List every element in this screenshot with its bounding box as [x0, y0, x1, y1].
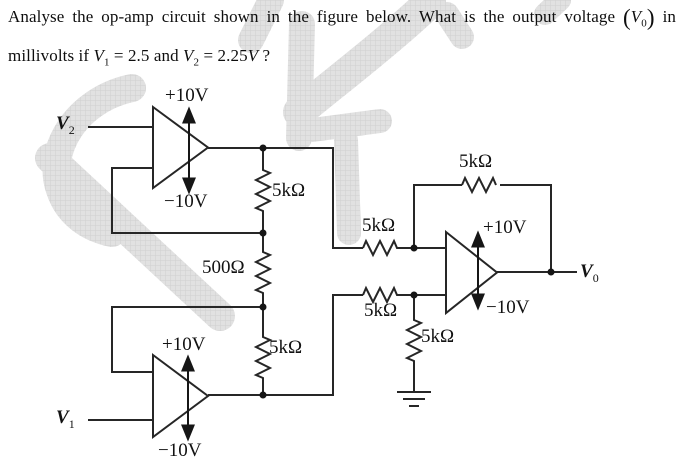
resistor-feedback-label: 5kΩ [459, 151, 493, 172]
question-text: Analyse the op-amp circuit shown in the … [8, 7, 624, 26]
v1-subscript: 1 [103, 56, 110, 69]
opamp3-vplus-label: +10V [483, 217, 527, 238]
v1-source-label: V1 [56, 407, 75, 431]
watermark-stroke [286, 11, 315, 151]
resistor-bottom-mid [253, 307, 273, 395]
question-line-2: millivolts if V1 = 2.5 and V2 = 2.25V ? [8, 46, 271, 69]
wire-oa1-output [208, 147, 363, 249]
resistor-top-mid-label: 5kΩ [272, 180, 306, 201]
watermark-stroke [534, 0, 571, 25]
wire-oa2-output [208, 294, 363, 396]
resistor-input-lower-label: 5kΩ [364, 300, 398, 321]
opamp1-vminus-label: −10V [164, 191, 208, 212]
node-dot [410, 291, 418, 299]
opamp1-vplus-label: +10V [165, 85, 209, 106]
vo-sub: 0 [592, 270, 599, 285]
resistor-500-label: 500Ω [202, 257, 245, 278]
watermark-stroke [334, 128, 361, 245]
question-text: = 2.5 and [109, 46, 184, 65]
node-dot [410, 244, 418, 252]
vo-symbol: V [630, 7, 642, 26]
resistor-bottom-mid-label: 5kΩ [269, 337, 303, 358]
opamp1-vplus-arrowhead [182, 106, 196, 124]
opamp2-vminus-arrowhead [181, 424, 195, 442]
open-paren: ( [623, 5, 631, 30]
opamp1-triangle [152, 105, 210, 190]
opamp3-vplus-arrowhead [471, 230, 485, 248]
resistor-ground-label: 5kΩ [421, 326, 455, 347]
watermark-stroke [300, 109, 392, 142]
resistor-ground [404, 295, 424, 392]
vo-subscript: 0 [641, 17, 647, 30]
opamp2-vminus-label: −10V [158, 440, 202, 461]
vo-base: V [580, 261, 593, 282]
resistor-500 [253, 233, 273, 307]
resistor-feedback [461, 175, 497, 195]
watermark-stroke [35, 143, 235, 331]
question-text: in [654, 7, 676, 26]
resistor-input-upper-label: 5kΩ [362, 215, 396, 236]
opamp1-vminus-arrowhead [182, 177, 196, 195]
question-text: millivolts if [8, 46, 94, 65]
opamp3-triangle [445, 229, 499, 316]
watermark-stroke [435, 2, 474, 49]
wire-oa2-feedback [111, 306, 263, 373]
opamp2-vplus-label: +10V [162, 334, 206, 355]
resistor-input-lower [362, 285, 446, 305]
close-paren: ) [646, 5, 655, 30]
opamp3-vminus-arrowhead [471, 293, 485, 311]
v1-base: V [56, 407, 69, 428]
v2-base: V [56, 113, 69, 134]
node-dot [547, 268, 555, 276]
opamp2-vplus-arrowhead [181, 354, 195, 372]
watermark-stroke [238, 0, 284, 53]
resistor-top-mid [253, 148, 273, 233]
v2-symbol: V [183, 46, 194, 65]
node-dot [259, 229, 267, 237]
wire-feedback-return [500, 184, 552, 272]
opamp3-vminus-label: −10V [486, 297, 530, 318]
v2-subscript: 2 [193, 56, 200, 69]
node-dot [259, 303, 267, 311]
vo-output-label: V0 [580, 261, 599, 285]
question-text: = 2.25 [199, 46, 248, 65]
opamp2-triangle [152, 353, 210, 439]
wire-feedback-riser [413, 184, 462, 248]
node-dot [259, 144, 267, 152]
v1-sub: 1 [68, 416, 75, 431]
v1-symbol: V [93, 46, 104, 65]
ground-icon [397, 391, 431, 407]
v2-source-label: V2 [56, 113, 75, 137]
question-line-1: Analyse the op-amp circuit shown in the … [8, 5, 676, 31]
question-text: ? [258, 46, 271, 65]
resistor-input-upper [362, 238, 446, 258]
v2-sub: 2 [68, 122, 75, 137]
wire-oa1-feedback [111, 167, 263, 234]
volt-unit: V [247, 46, 259, 65]
node-dot [259, 391, 267, 399]
